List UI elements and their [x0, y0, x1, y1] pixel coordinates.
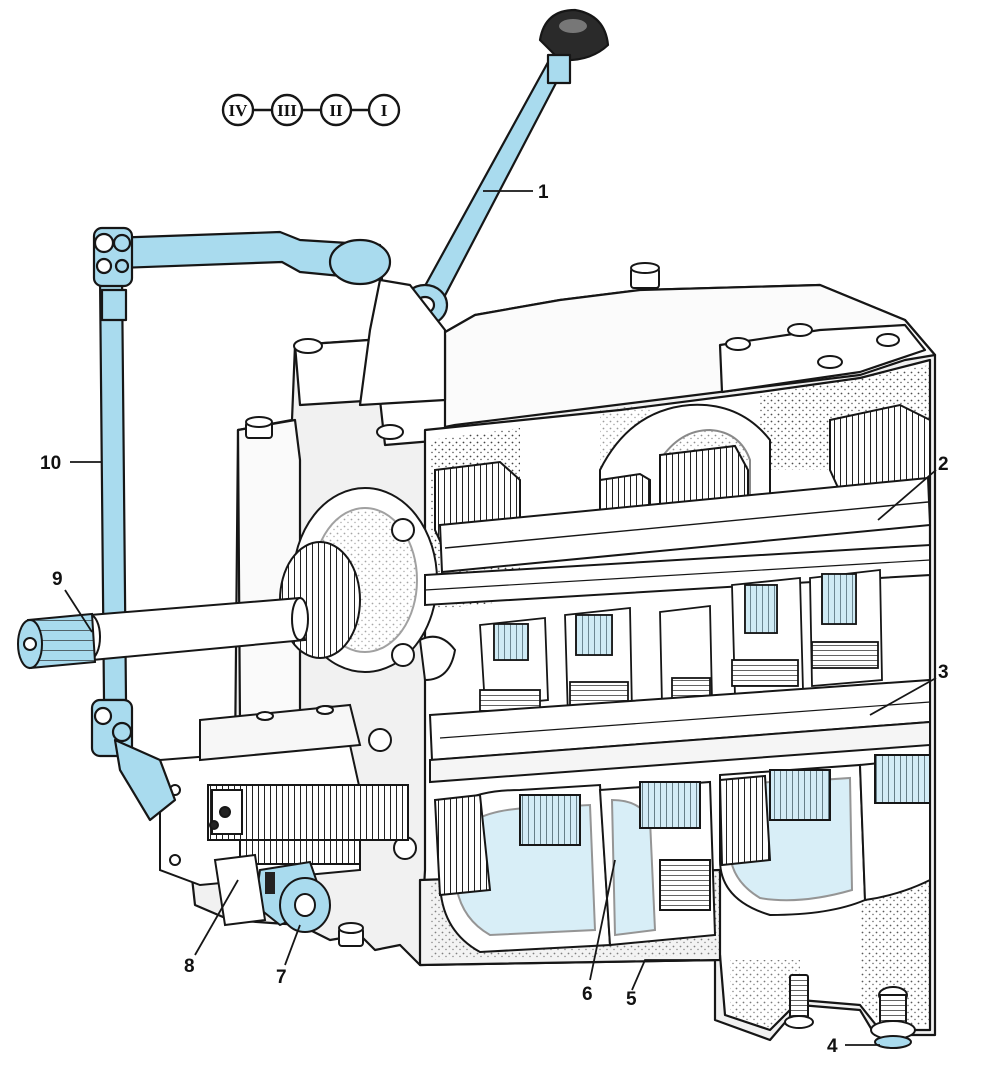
clutch-pack	[731, 577, 804, 697]
bolt	[876, 333, 900, 347]
callout-7: 7	[276, 967, 287, 988]
upper-gear	[829, 403, 931, 494]
bolt	[787, 323, 813, 337]
leader-5	[631, 959, 700, 991]
clutch-drum	[858, 754, 931, 902]
gear-position-badge: II	[319, 93, 353, 127]
callout-8: 8	[184, 956, 195, 977]
clutch-drum	[598, 780, 717, 947]
bolt	[245, 416, 273, 439]
gear-position-badge: III	[270, 93, 304, 127]
leader-2	[877, 469, 937, 521]
lower-clutch-drums	[433, 754, 931, 954]
callout-5: 5	[626, 989, 637, 1010]
shift-selector-7	[213, 853, 331, 933]
bolt	[817, 355, 843, 369]
main-shaft-3	[428, 678, 931, 784]
lower-clevis	[90, 698, 177, 822]
clutch-pack	[479, 617, 549, 713]
clutch-drum	[718, 763, 867, 917]
gear-lever	[418, 53, 570, 307]
callout-3: 3	[938, 662, 949, 683]
input-shaft	[17, 596, 309, 670]
leader-9	[64, 589, 93, 633]
gear-position-badge: I	[367, 93, 401, 127]
gear-position-label: III	[277, 101, 297, 120]
lever-knob	[538, 8, 610, 85]
shift-linkage	[90, 8, 610, 822]
bolt	[784, 974, 814, 1029]
callout-1: 1	[538, 182, 549, 203]
lever-bracket	[358, 278, 447, 407]
main-shaft-2	[424, 543, 931, 607]
upper-shaft-assembly	[434, 403, 932, 574]
leader-8	[194, 879, 239, 956]
leader-3	[869, 677, 937, 716]
callout-9: 9	[52, 569, 63, 590]
gear-position-label: I	[381, 101, 388, 120]
clutch-pack	[809, 568, 883, 687]
callout-labels: 1 2 3 4 5 6 7 8 9 10	[40, 182, 949, 1057]
leader-6	[589, 859, 616, 981]
clutch-pack	[659, 604, 713, 705]
gear-position-badge: IV	[221, 93, 255, 127]
gear-position-indicator: IV III II I	[221, 93, 401, 127]
bolt	[725, 337, 751, 351]
callout-6: 6	[582, 984, 593, 1005]
clutch-drum	[433, 783, 612, 954]
bolt	[630, 262, 660, 289]
bolt	[338, 922, 364, 947]
callout-4: 4	[827, 1036, 838, 1057]
leader-7	[284, 924, 301, 966]
upper-clevis	[92, 226, 134, 322]
callout-10: 10	[40, 453, 61, 474]
bolt	[376, 424, 404, 440]
input-bearings	[279, 487, 457, 860]
drain-plug	[870, 986, 916, 1049]
callout-2: 2	[938, 454, 949, 475]
gear-position-label: IV	[229, 101, 249, 120]
valve-body	[159, 703, 409, 887]
callout-leaders	[64, 190, 937, 1046]
bolt	[293, 338, 323, 354]
gear-position-label: II	[329, 101, 343, 120]
